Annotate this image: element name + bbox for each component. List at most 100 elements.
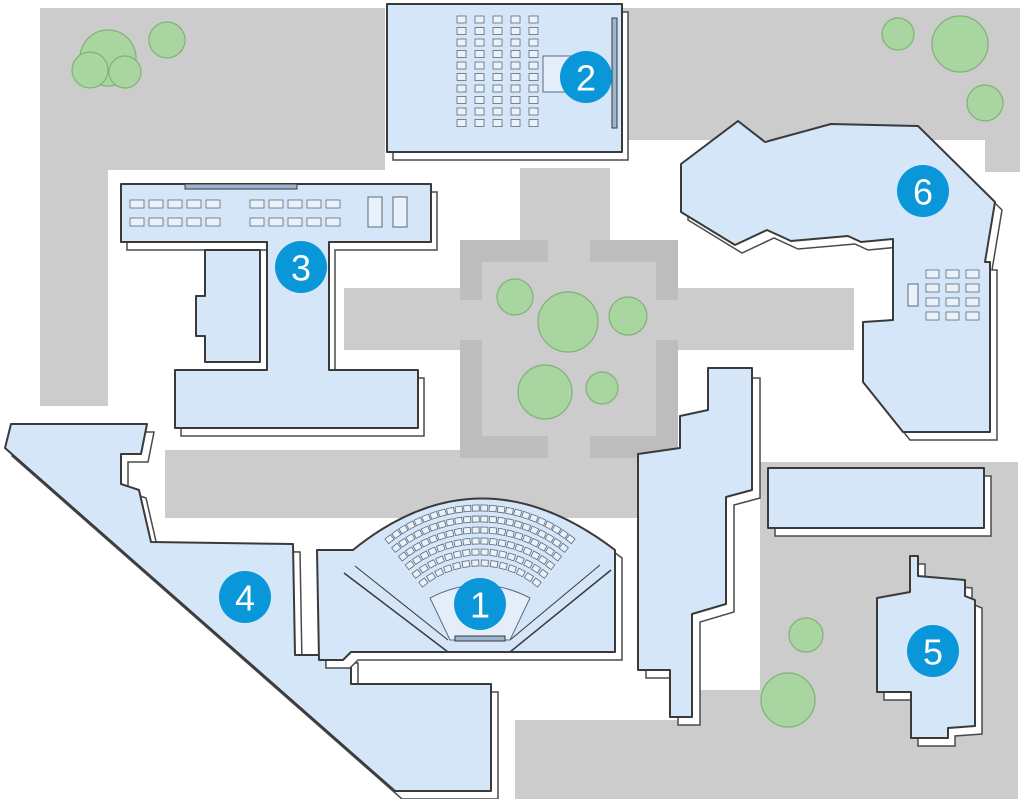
- amphitheater-seat: [480, 526, 489, 534]
- amphitheater-seat: [471, 548, 480, 556]
- amphitheater-seat: [471, 526, 480, 534]
- seat: [492, 96, 503, 104]
- seat: [510, 50, 521, 58]
- amphitheater-seat: [497, 516, 506, 525]
- seat: [528, 84, 539, 93]
- amphitheater-seat: [513, 520, 523, 529]
- amphitheater-seat: [537, 554, 549, 565]
- amphitheater-seat: [529, 525, 540, 535]
- seat: [474, 84, 485, 93]
- amphitheater-seat: [413, 516, 424, 527]
- marker-4[interactable]: 4: [219, 571, 271, 623]
- tree-cluster-nw: [71, 21, 186, 89]
- amphitheater-seat: [420, 537, 431, 548]
- amphitheater-seat: [480, 548, 489, 556]
- amphitheater-seat: [429, 510, 439, 520]
- amphitheater-seat: [442, 564, 453, 574]
- amphitheater-seat: [521, 534, 532, 544]
- amphitheater-seat: [489, 537, 498, 546]
- marker-3[interactable]: 3: [275, 241, 327, 293]
- seat: [510, 61, 521, 70]
- seat: [965, 311, 980, 321]
- seat: [510, 119, 521, 127]
- building-east-rectangle[interactable]: [767, 467, 992, 537]
- amphitheater-seat: [411, 568, 422, 579]
- seat: [474, 73, 485, 81]
- amphitheater-seats: [384, 504, 576, 588]
- amphitheater-seat: [513, 508, 523, 518]
- amphitheater-seat: [434, 567, 445, 578]
- seat: [528, 38, 539, 47]
- marker-5-label: 5: [923, 632, 943, 673]
- seat: [528, 73, 539, 81]
- seat: [205, 199, 221, 209]
- seat: [474, 27, 485, 35]
- seat: [148, 199, 164, 209]
- seat: [965, 283, 980, 293]
- amphitheater-seat: [531, 577, 542, 588]
- tree-cluster-plaza: [496, 278, 648, 420]
- seat: [167, 217, 183, 227]
- amphitheater-seat: [521, 510, 531, 520]
- seat: [129, 217, 145, 227]
- amphitheater-seat: [514, 543, 525, 553]
- seat: [510, 107, 521, 116]
- amphitheater-seat: [454, 516, 463, 525]
- building-tall-stepped[interactable]: [637, 367, 761, 726]
- seat: [945, 311, 960, 321]
- amphitheater-seat: [411, 554, 423, 565]
- amphitheater-seat: [463, 504, 472, 513]
- amphitheater-seat: [498, 550, 508, 559]
- amphitheater-seat: [506, 552, 517, 562]
- seat: [129, 199, 145, 209]
- marker-2[interactable]: 2: [560, 51, 612, 103]
- seat: [510, 27, 521, 35]
- amphitheater-seat: [427, 546, 438, 557]
- amphitheater-seat: [437, 508, 447, 518]
- amphitheater-seat: [530, 550, 541, 561]
- seat: [492, 107, 503, 116]
- seat: [325, 217, 341, 227]
- amphitheater-seat: [471, 559, 480, 567]
- amphitheater-seat: [405, 533, 416, 544]
- seat: [474, 38, 485, 47]
- seat: [456, 27, 467, 35]
- seat: [325, 199, 341, 209]
- amphitheater-seat: [453, 539, 463, 548]
- seat: [528, 96, 539, 104]
- seat: [925, 269, 940, 279]
- amphitheater-seat: [480, 537, 489, 545]
- amphitheater-seat: [452, 550, 462, 559]
- seat: [306, 217, 322, 227]
- amphitheater-seat: [489, 549, 498, 557]
- seat: [528, 27, 539, 35]
- amphitheater-seat: [558, 529, 569, 540]
- amphitheater-seat: [405, 520, 416, 531]
- amphitheater-seat: [529, 537, 540, 548]
- amphitheater-seat: [436, 531, 447, 541]
- seat: [492, 38, 503, 47]
- marker-4-label: 4: [235, 578, 255, 619]
- amphitheater-seat: [551, 524, 562, 535]
- amphitheater-seat: [551, 537, 562, 548]
- seat: [510, 84, 521, 93]
- marker-3-label: 3: [291, 248, 311, 289]
- marker-6[interactable]: 6: [897, 165, 949, 217]
- seat: [965, 269, 980, 279]
- amphitheater-seat: [521, 522, 532, 532]
- amphitheater-seat: [513, 531, 524, 541]
- amphitheater-seat: [391, 542, 402, 553]
- seat: [945, 283, 960, 293]
- building-t-shaped[interactable]: [120, 183, 438, 437]
- amphitheater-seat: [397, 551, 409, 562]
- amphitheater-seat: [421, 513, 432, 523]
- amphitheater-seat: [391, 529, 402, 540]
- marker-5[interactable]: 5: [907, 625, 959, 677]
- seat: [510, 15, 521, 24]
- seat: [945, 297, 960, 307]
- marker-1[interactable]: 1: [454, 578, 506, 630]
- seat: [287, 199, 303, 209]
- amphitheater-seat: [480, 559, 489, 567]
- seat: [249, 217, 265, 227]
